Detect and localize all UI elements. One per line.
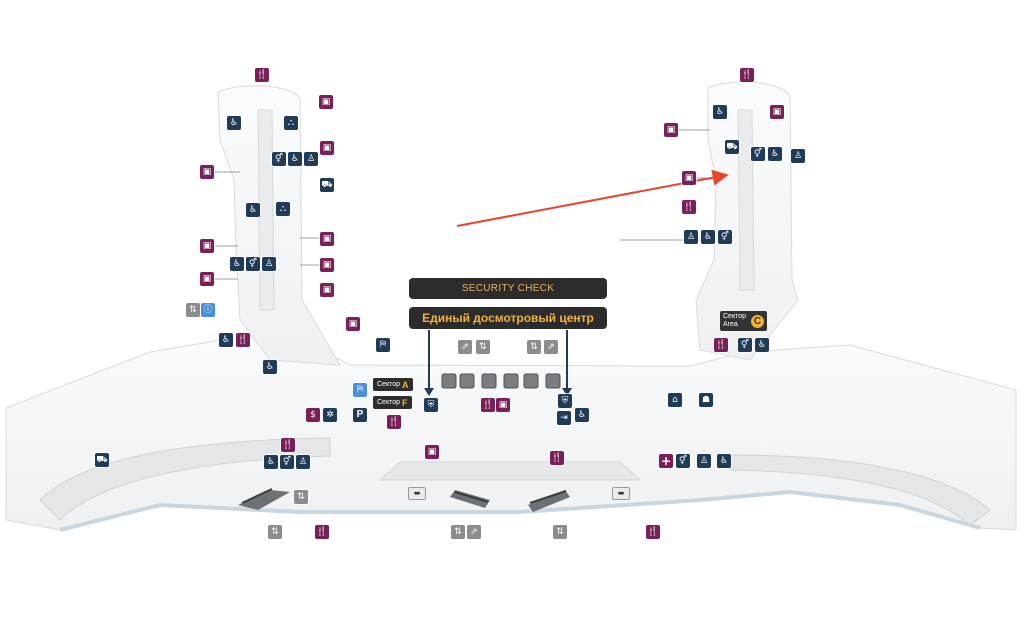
restroom-icon[interactable]: ⚥: [272, 152, 286, 166]
shop-icon[interactable]: ▣: [496, 398, 510, 412]
shop-icon[interactable]: ▣: [320, 141, 334, 155]
lounge-icon[interactable]: ♿: [227, 116, 241, 130]
shop-icon[interactable]: ▣: [346, 317, 360, 331]
escalator-center: [450, 490, 490, 508]
baggage-belt-icon: ▬: [408, 487, 426, 500]
security-gate-icon[interactable]: ⛨: [424, 398, 438, 412]
restaurant-icon[interactable]: 🍴: [255, 68, 269, 82]
escalator-left: [238, 488, 290, 510]
right-pier-corridor: [737, 109, 755, 291]
medical-icon[interactable]: +: [659, 454, 673, 468]
currency-exchange-icon[interactable]: $: [306, 408, 320, 422]
elevator-icon[interactable]: ⇅: [476, 340, 490, 354]
parking-icon[interactable]: P: [353, 408, 367, 422]
escalator-right: [528, 490, 570, 512]
shop-icon[interactable]: ▣: [200, 165, 214, 179]
accessible-icon[interactable]: ♿: [717, 454, 731, 468]
shop-icon[interactable]: ▣: [319, 95, 333, 109]
left-pier-floor: [217, 85, 341, 366]
family-icon[interactable]: ♙: [791, 149, 805, 163]
escalator-icon[interactable]: ⇗: [467, 525, 481, 539]
lounge-icon[interactable]: ⛬: [284, 116, 298, 130]
shop-icon[interactable]: ▣: [664, 123, 678, 137]
baggage-claim-icon[interactable]: ⛟: [95, 453, 109, 467]
elevator-icon[interactable]: ⇅: [294, 490, 308, 504]
family-icon[interactable]: ♙: [697, 454, 711, 468]
elevator-icon[interactable]: ⇅: [553, 525, 567, 539]
lounge-icon[interactable]: ♿: [219, 333, 233, 347]
security-check-banner: SECURITY CHECK: [409, 278, 607, 299]
escalator-icon[interactable]: ⇗: [544, 340, 558, 354]
restaurant-icon[interactable]: 🍴: [550, 451, 564, 465]
restaurant-icon[interactable]: 🍴: [682, 200, 696, 214]
restroom-icon[interactable]: ⚥: [738, 338, 752, 352]
passport-control-icon[interactable]: ⛿: [353, 383, 367, 397]
escalator-icon[interactable]: ⇗: [458, 340, 472, 354]
shop-icon[interactable]: ▣: [770, 105, 784, 119]
accessible-icon[interactable]: ♿: [701, 230, 715, 244]
restaurant-icon[interactable]: 🍴: [281, 438, 295, 452]
restaurant-icon[interactable]: 🍴: [236, 333, 250, 347]
accessible-icon[interactable]: ♿: [768, 147, 782, 161]
family-icon[interactable]: ♙: [296, 455, 310, 469]
restroom-icon[interactable]: ⚥: [718, 230, 732, 244]
central-lower-void: [378, 461, 642, 481]
left-pier-corridor: [257, 109, 275, 311]
restroom-icon[interactable]: ⚥: [280, 455, 294, 469]
information-icon[interactable]: ⌂: [668, 393, 682, 407]
lounge-icon[interactable]: ♿: [263, 360, 277, 374]
shop-icon[interactable]: ▣: [320, 258, 334, 272]
shop-icon[interactable]: ▣: [200, 239, 214, 253]
restaurant-icon[interactable]: 🍴: [315, 525, 329, 539]
shop-icon[interactable]: ▣: [320, 283, 334, 297]
shop-icon[interactable]: ▣: [200, 272, 214, 286]
lounge-icon[interactable]: ♿: [575, 408, 589, 422]
security-scanners: [441, 373, 561, 389]
passport-control-icon[interactable]: ⛿: [376, 338, 390, 352]
elevator-icon[interactable]: ⇅: [451, 525, 465, 539]
lounge-icon[interactable]: ⛬: [276, 202, 290, 216]
baggage-icon[interactable]: ⛟: [725, 140, 739, 154]
information-icon[interactable]: ⓘ: [201, 303, 215, 317]
restroom-icon[interactable]: ⚥: [246, 257, 260, 271]
family-icon[interactable]: ♙: [304, 152, 318, 166]
restaurant-icon[interactable]: 🍴: [740, 68, 754, 82]
restaurant-icon[interactable]: 🍴: [387, 415, 401, 429]
restroom-icon[interactable]: ⚥: [751, 147, 765, 161]
lounge-icon[interactable]: ♿: [246, 203, 260, 217]
elevator-icon[interactable]: ⇅: [527, 340, 541, 354]
security-gate-icon[interactable]: ⛨: [558, 394, 572, 408]
baggage-belt-icon: ▬: [612, 487, 630, 500]
restaurant-icon[interactable]: 🍴: [646, 525, 660, 539]
settings-icon[interactable]: ✲: [323, 408, 337, 422]
baggage-icon[interactable]: ⛟: [320, 178, 334, 192]
shop-icon[interactable]: ▣: [425, 445, 439, 459]
security-center-banner: Единый досмотровый центр: [409, 307, 607, 329]
lost-found-icon[interactable]: ☗: [699, 393, 713, 407]
restroom-icon[interactable]: ⚥: [676, 454, 690, 468]
accessible-icon[interactable]: ♿: [755, 338, 769, 352]
restaurant-icon[interactable]: 🍴: [481, 398, 495, 412]
accessible-icon[interactable]: ♿: [230, 257, 244, 271]
restaurant-icon[interactable]: 🍴: [714, 338, 728, 352]
accessible-icon[interactable]: ♿: [264, 455, 278, 469]
elevator-icon[interactable]: ⇅: [268, 525, 282, 539]
accessible-icon[interactable]: ♿: [288, 152, 302, 166]
shop-icon[interactable]: ▣: [682, 171, 696, 185]
shop-icon[interactable]: ▣: [320, 232, 334, 246]
elevator-icon[interactable]: ⇅: [186, 303, 200, 317]
exit-icon[interactable]: ⇥: [557, 411, 571, 425]
left-lower-void: [39, 437, 331, 521]
glass-facade: [59, 489, 981, 532]
family-icon[interactable]: ♙: [684, 230, 698, 244]
lounge-icon[interactable]: ♿: [713, 105, 727, 119]
family-icon[interactable]: ♙: [262, 257, 276, 271]
